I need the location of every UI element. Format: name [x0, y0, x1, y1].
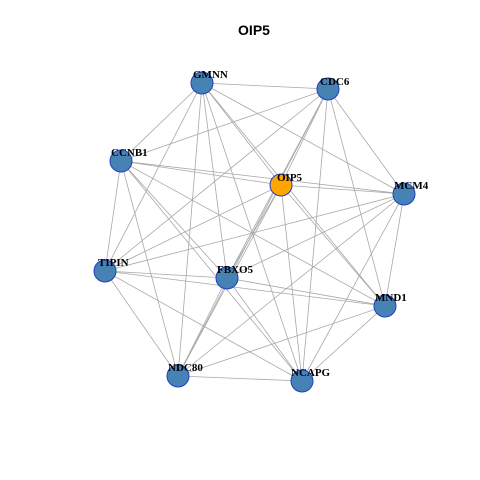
node-ndc80[interactable] — [166, 364, 190, 388]
edge-ndc80-ncapg — [177, 375, 303, 382]
edge-cdc6-mnd1 — [327, 88, 386, 307]
node-label-ndc80: NDC80 — [168, 362, 203, 374]
edge-oip5-ncapg — [280, 184, 303, 382]
edge-ccnb1-tipin — [104, 160, 122, 272]
node-label-mnd1: MND1 — [375, 292, 407, 304]
edge-oip5-mnd1 — [280, 184, 386, 307]
node-layer — [93, 71, 416, 393]
edge-tipin-fbxo5 — [104, 270, 228, 279]
node-gmnn[interactable] — [190, 71, 214, 95]
node-label-ccnb1: CCNB1 — [111, 147, 148, 159]
node-label-tipin: TIPIN — [98, 257, 129, 269]
edge-mnd1-ncapg — [301, 305, 386, 382]
node-label-cdc6: CDC6 — [320, 76, 350, 88]
edge-mcm4-mnd1 — [384, 193, 405, 307]
edge-fbxo5-ncapg — [226, 277, 303, 382]
edge-oip5-tipin — [104, 184, 282, 272]
node-ncapg[interactable] — [290, 369, 314, 393]
node-label-gmnn: GMNN — [193, 69, 228, 81]
edge-gmnn-oip5 — [201, 82, 282, 186]
edge-ccnb1-ndc80 — [120, 160, 179, 377]
node-fbxo5[interactable] — [215, 266, 239, 290]
edge-oip5-mcm4 — [280, 184, 405, 195]
edge-fbxo5-mnd1 — [226, 277, 386, 307]
node-cdc6[interactable] — [316, 77, 340, 101]
node-mcm4[interactable] — [392, 182, 416, 206]
edge-fbxo5-ndc80 — [177, 277, 228, 377]
node-label-ncapg: NCAPG — [291, 367, 331, 379]
edge-tipin-mnd1 — [104, 270, 386, 307]
edge-gmnn-mnd1 — [201, 82, 386, 307]
node-tipin[interactable] — [93, 259, 117, 283]
edge-ccnb1-fbxo5 — [120, 160, 228, 279]
node-label-fbxo5: FBXO5 — [217, 264, 254, 276]
edge-mcm4-ncapg — [301, 193, 405, 382]
node-label-mcm4: MCM4 — [394, 180, 429, 192]
edge-mcm4-ndc80 — [177, 193, 405, 377]
edge-gmnn-fbxo5 — [201, 82, 228, 279]
node-label-oip5: OIP5 — [277, 172, 303, 184]
edge-cdc6-ccnb1 — [120, 88, 329, 162]
node-oip5[interactable] — [269, 173, 293, 197]
edge-tipin-ncapg — [104, 270, 303, 382]
edge-ccnb1-mcm4 — [120, 160, 405, 195]
edge-layer — [104, 82, 405, 382]
edge-mcm4-tipin — [104, 193, 405, 272]
node-ccnb1[interactable] — [109, 149, 133, 173]
edge-mnd1-ndc80 — [177, 305, 386, 377]
edge-gmnn-mcm4 — [201, 82, 405, 195]
edge-gmnn-ccnb1 — [120, 82, 203, 162]
edge-mcm4-fbxo5 — [226, 193, 405, 279]
diagram-title: OIP5 — [238, 22, 270, 38]
edge-tipin-ndc80 — [104, 270, 179, 377]
edge-gmnn-cdc6 — [201, 82, 329, 90]
node-mnd1[interactable] — [373, 294, 397, 318]
edge-cdc6-oip5 — [280, 88, 329, 186]
edge-gmnn-tipin — [104, 82, 203, 272]
edge-ccnb1-oip5 — [120, 160, 282, 186]
edge-oip5-fbxo5 — [226, 184, 282, 279]
edge-cdc6-mcm4 — [327, 88, 405, 195]
